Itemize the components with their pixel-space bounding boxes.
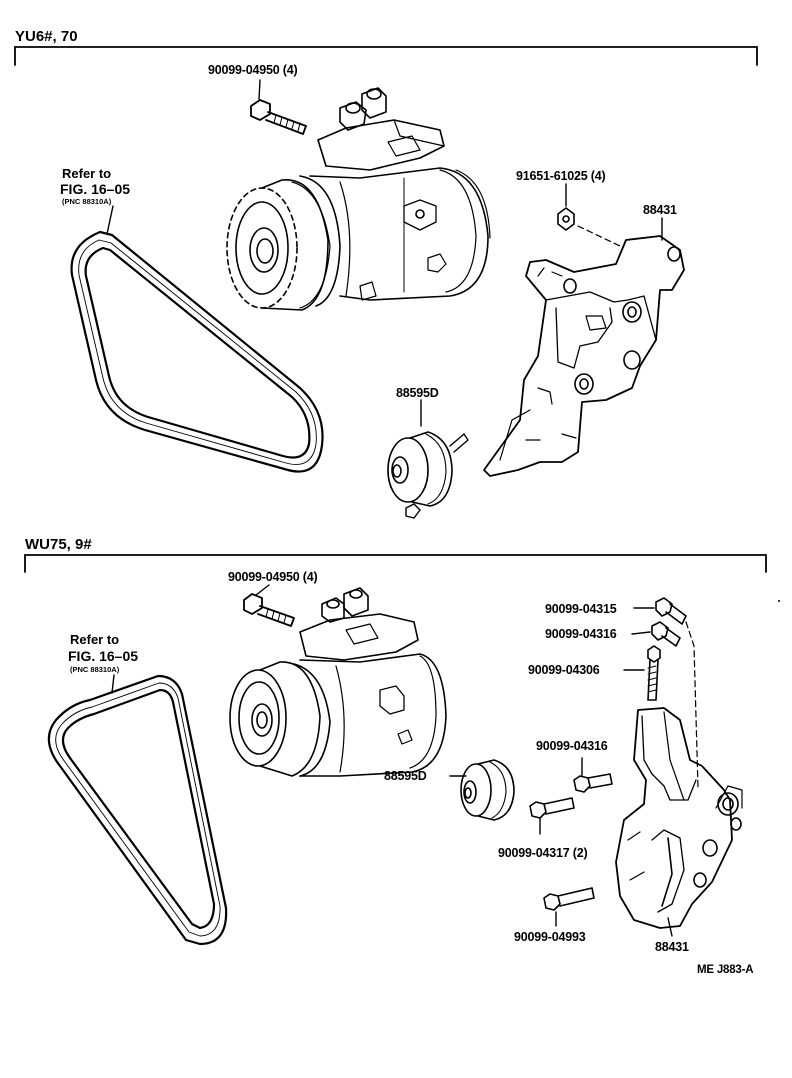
section-2-bolt-04315-label: 90099-04315 xyxy=(545,602,617,616)
section-1-nut-label: 91651-61025 (4) xyxy=(516,169,606,183)
compressor-2 xyxy=(230,585,446,776)
section-1-frame xyxy=(15,47,757,65)
section-2-header: WU75, 9# xyxy=(25,536,92,553)
section-2-refer-to: Refer to xyxy=(70,632,120,647)
bolt-04316-mid-group xyxy=(574,758,612,792)
section-2-idler-pulley-label: 88595D xyxy=(384,769,427,783)
bolt-04315-group xyxy=(634,598,686,624)
compressor-1 xyxy=(227,80,490,310)
bolt-04993-group xyxy=(544,888,594,926)
idler-pulley-1 xyxy=(388,400,468,518)
section-2-bolt-04317-label: 90099-04317 (2) xyxy=(498,846,588,860)
section-2-bolt-04316-top-label: 90099-04316 xyxy=(545,627,617,641)
section-2-bolt-04306-label: 90099-04306 xyxy=(528,663,600,677)
section-1-pnc-ref: (PNC 88310A) xyxy=(62,197,112,206)
bolt-04317-group xyxy=(530,798,574,834)
section-2-compressor-bolt-label: 90099-04950 (4) xyxy=(228,570,318,584)
section-2-bolt-04316-mid-label: 90099-04316 xyxy=(536,739,608,753)
v-belt-2 xyxy=(49,676,226,944)
section-1-idler-pulley-label: 88595D xyxy=(396,386,439,400)
section-1-compressor-bolt-label: 90099-04950 (4) xyxy=(208,63,298,77)
section-1-header: YU6#, 70 xyxy=(15,28,78,45)
drawing-code: ME J883-A xyxy=(697,964,754,976)
nut-1 xyxy=(558,184,620,246)
section-2-frame xyxy=(25,555,766,572)
idler-pulley-2 xyxy=(450,760,514,820)
bracket-2 xyxy=(616,622,742,936)
bolt-04316-top-group xyxy=(632,622,680,646)
section-2-fig-ref: FIG. 16–05 xyxy=(68,648,139,664)
compressor-bolt-1 xyxy=(251,80,306,134)
section-1-refer-to: Refer to xyxy=(62,166,112,181)
stray-dot xyxy=(778,600,780,602)
section-2-pnc-ref: (PNC 88310A) xyxy=(70,665,120,674)
bolt-04306-group xyxy=(624,646,660,700)
section-1-fig-ref: FIG. 16–05 xyxy=(60,181,131,197)
v-belt-1 xyxy=(72,232,323,472)
compressor-bolt-2 xyxy=(244,585,294,626)
bracket-1 xyxy=(484,218,684,476)
section-1-bracket-label: 88431 xyxy=(643,203,677,217)
section-2-bolt-04993-label: 90099-04993 xyxy=(514,930,586,944)
section-2-bracket-label: 88431 xyxy=(655,940,689,954)
